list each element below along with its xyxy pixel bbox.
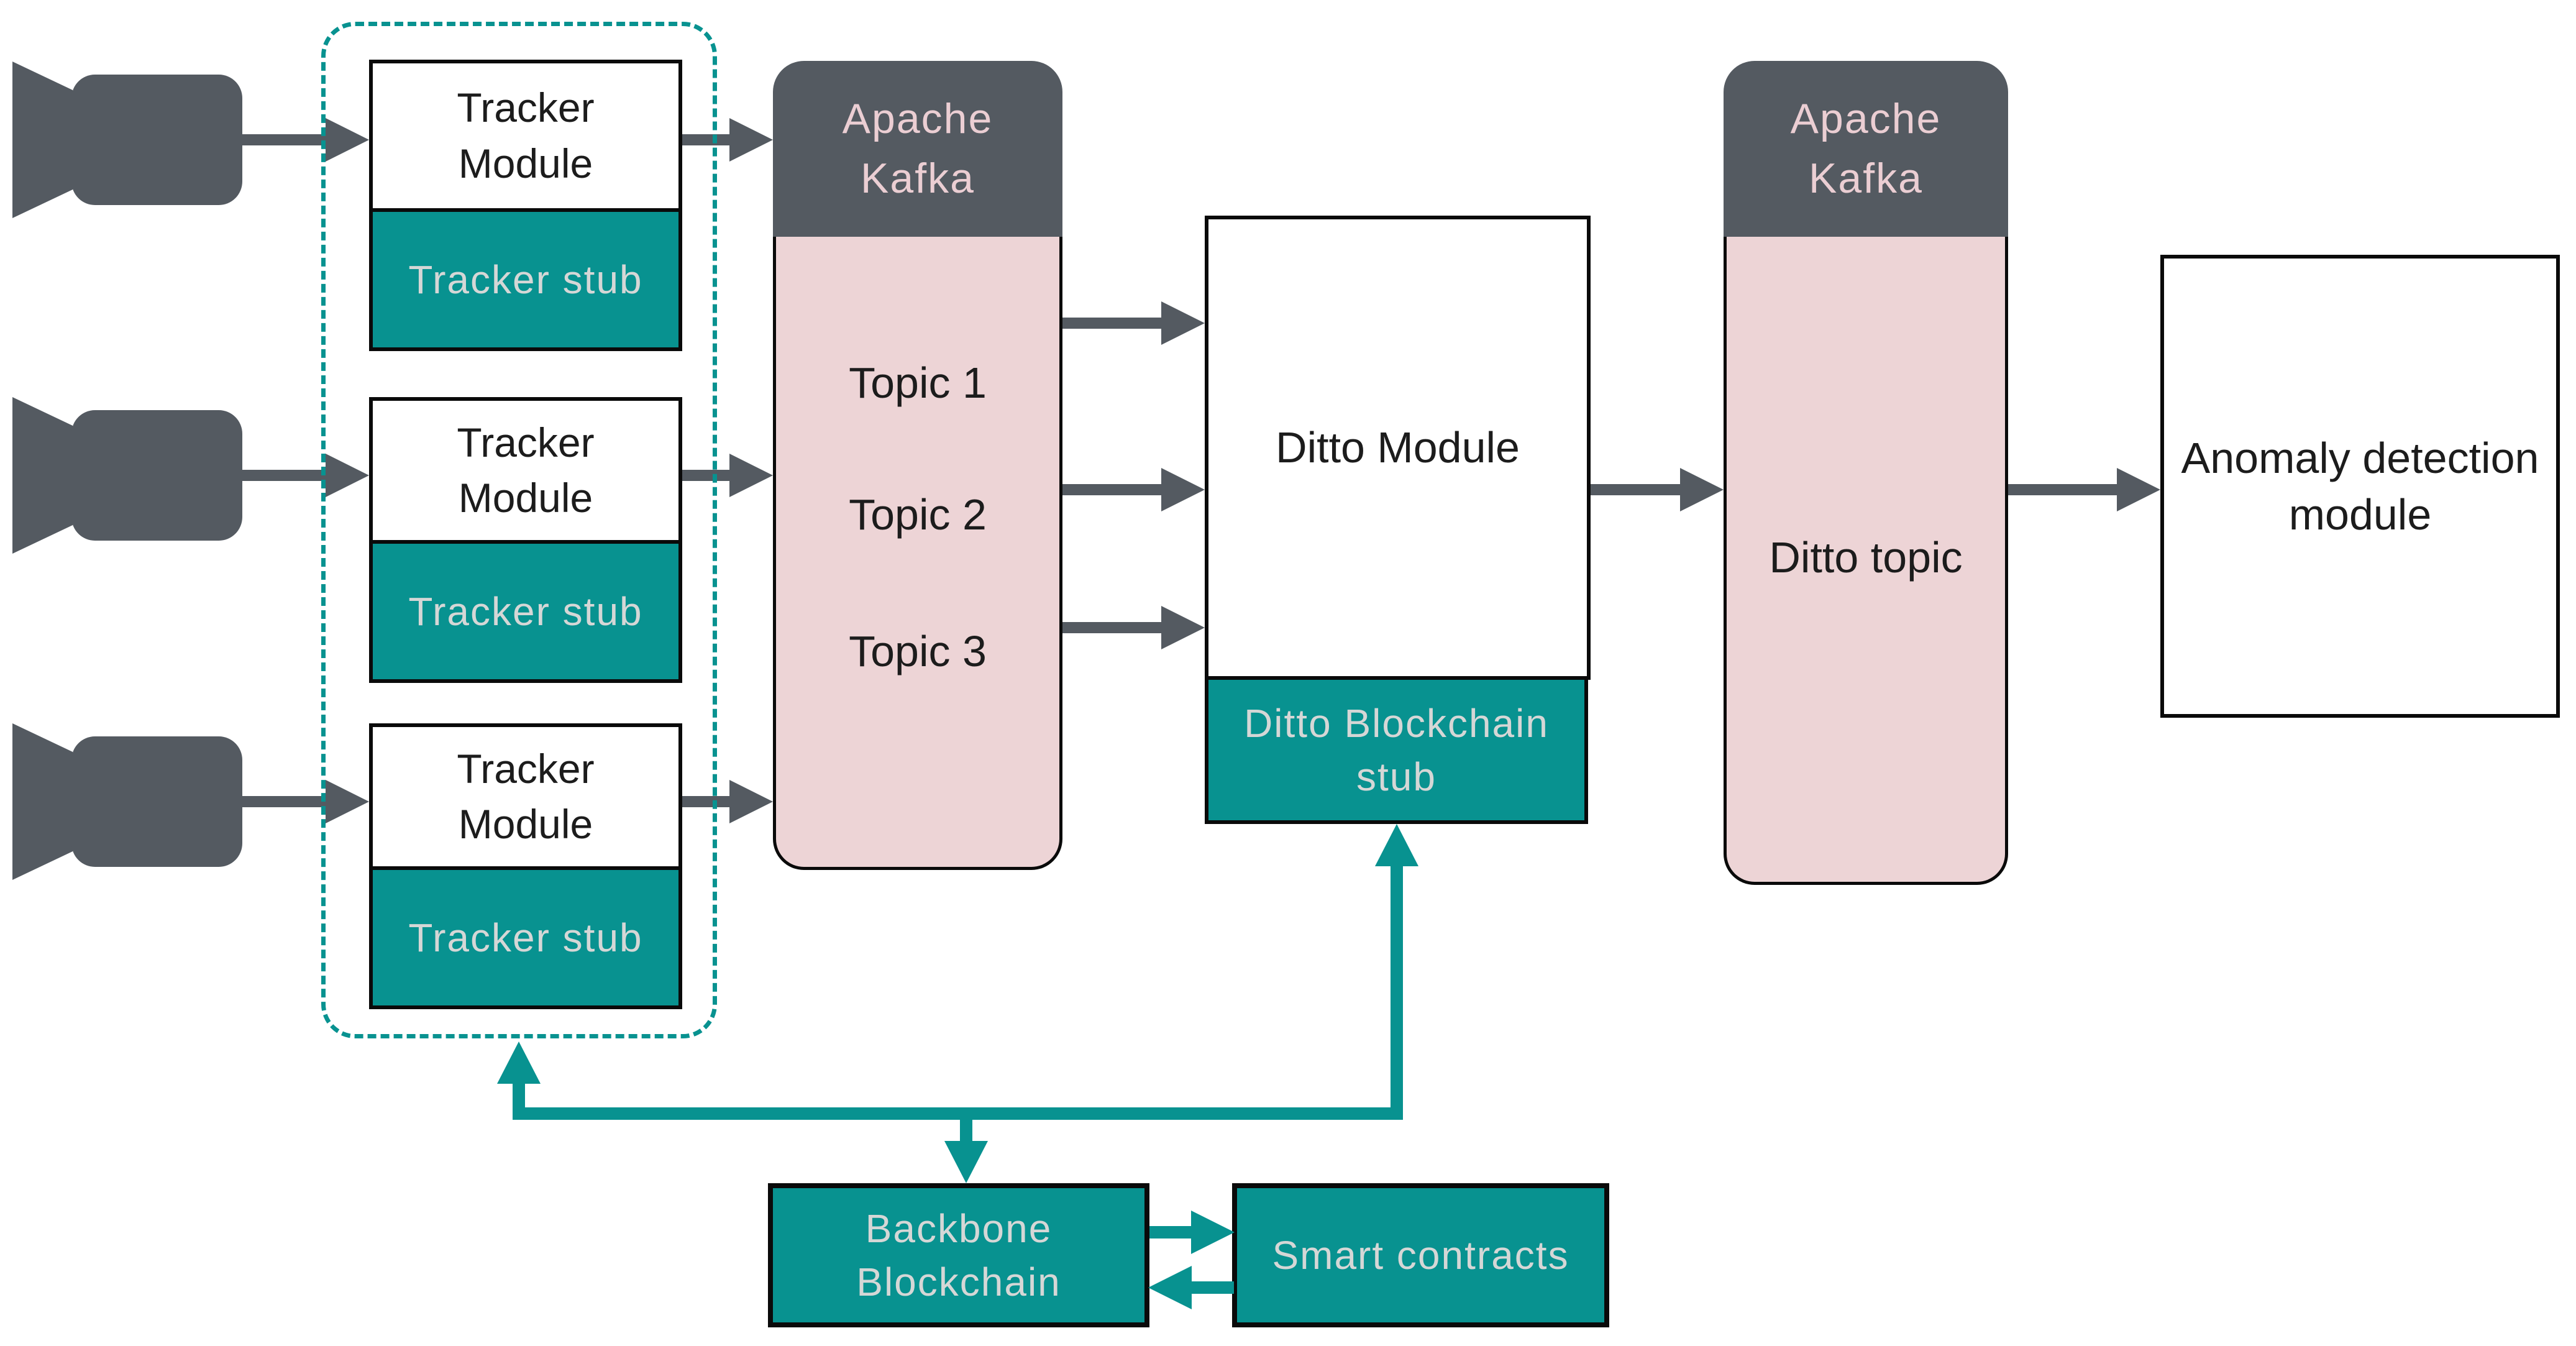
kafka-body: [773, 237, 1062, 870]
kafka-input-broker: Apache Kafka Topic 1 Topic 2 Topic 3: [773, 61, 1062, 870]
teal-connector-line: [1149, 1226, 1194, 1238]
topic-1-label: Topic 1: [849, 359, 987, 407]
kafka-title: Apache Kafka: [1790, 95, 1942, 202]
backbone-blockchain-label: Backbone Blockchain: [856, 1206, 1061, 1304]
arrow-right-connector: [2008, 468, 2160, 511]
ditto-module-label: Ditto Module: [1276, 423, 1520, 472]
tracker-module-label: Tracker Module: [457, 85, 595, 186]
arrow-right-connector: [682, 780, 773, 823]
smart-contracts-label: Smart contracts: [1272, 1232, 1569, 1278]
arrow-right-connector: [682, 454, 773, 497]
ditto-blockchain-stub-box: Ditto Blockchain stub: [1205, 680, 1588, 824]
tracker-stub-label: Tracker stub: [408, 257, 643, 302]
video-camera-icon: [12, 723, 242, 880]
tracker-module-box: Tracker Module: [369, 60, 682, 212]
ditto-blockchain-stub-label: Ditto Blockchain stub: [1244, 700, 1549, 799]
tracker-module-box: Tracker Module: [369, 723, 682, 870]
arrow-right-connector: [1062, 301, 1205, 345]
backbone-blockchain-box: Backbone Blockchain: [768, 1183, 1149, 1327]
arrow-right-connector: [239, 118, 369, 162]
tracker-stub-box: Tracker stub: [369, 544, 682, 683]
ditto-topic-text: Ditto topic: [1769, 533, 1963, 582]
ditto-topic-label: Ditto topic: [1724, 529, 2008, 585]
arrow-left-connector: [1148, 1266, 1192, 1309]
tracker-stub-label: Tracker stub: [408, 915, 643, 960]
anomaly-detection-box: Anomaly detection module: [2160, 255, 2560, 718]
video-camera-icon: [12, 397, 242, 554]
ditto-module-box: Ditto Module: [1205, 216, 1591, 680]
video-camera-icon: [12, 62, 242, 218]
smart-contracts-box: Smart contracts: [1232, 1183, 1609, 1327]
teal-connector-line: [513, 1083, 525, 1120]
arrow-right-connector: [239, 780, 369, 823]
anomaly-detection-label: Anomaly detection module: [2181, 433, 2539, 539]
teal-connector-line: [1190, 1281, 1234, 1294]
arrow-right-connector: [1191, 1211, 1235, 1254]
topic-label: Topic 3: [773, 623, 1062, 679]
kafka-header: Apache Kafka: [1724, 61, 2008, 237]
arrow-up-connector: [1375, 824, 1418, 866]
kafka-output-broker: Apache Kafka Ditto topic: [1724, 61, 2008, 885]
arrow-right-connector: [1591, 468, 1724, 511]
teal-connector-line: [519, 1107, 1403, 1120]
tracker-module-box: Tracker Module: [369, 397, 682, 544]
arrow-right-connector: [1062, 468, 1205, 511]
arrow-down-connector: [944, 1141, 988, 1183]
topic-3-label: Topic 3: [849, 627, 987, 675]
tracker-module-label: Tracker Module: [457, 419, 595, 521]
tracker-stub-box: Tracker stub: [369, 212, 682, 351]
arrow-right-connector: [1062, 606, 1205, 649]
tracker-module-label: Tracker Module: [457, 745, 595, 847]
teal-connector-line: [960, 1117, 972, 1143]
topic-label: Topic 1: [773, 355, 1062, 411]
arrow-right-connector: [239, 454, 369, 497]
arrow-right-connector: [682, 118, 773, 162]
kafka-title: Apache Kafka: [842, 95, 993, 202]
tracker-group-outline: [321, 22, 717, 1038]
kafka-body: [1724, 237, 2008, 885]
tracker-stub-label: Tracker stub: [408, 588, 643, 634]
teal-connector-line: [1391, 864, 1403, 1120]
tracker-stub-box: Tracker stub: [369, 870, 682, 1009]
topic-label: Topic 2: [773, 487, 1062, 543]
kafka-header: Apache Kafka: [773, 61, 1062, 237]
arrow-up-connector: [497, 1042, 541, 1084]
topic-2-label: Topic 2: [849, 490, 987, 539]
